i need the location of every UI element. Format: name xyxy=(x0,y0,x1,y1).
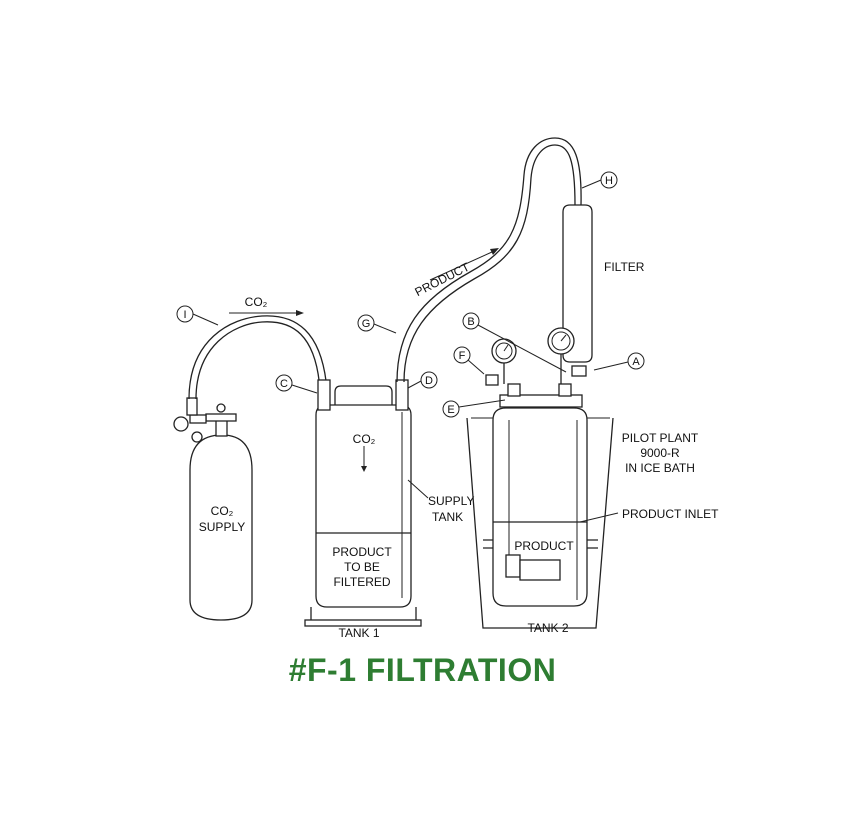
callout-g: G xyxy=(357,314,397,334)
tank1-product-label-2: TO BE xyxy=(344,560,380,574)
callout-e: E xyxy=(442,399,506,418)
co2-supply-gas-label: CO₂ xyxy=(211,504,234,518)
svg-text:H: H xyxy=(605,175,613,187)
co2-hose xyxy=(188,310,328,400)
product-line-label: PRODUCT xyxy=(413,259,473,299)
supply-tank-leader xyxy=(407,479,429,499)
diagram-title: #F-1 FILTRATION xyxy=(288,652,557,688)
tank1-name: TANK 1 xyxy=(338,626,379,640)
co2-supply-label: SUPPLY xyxy=(199,520,245,534)
callout-c: C xyxy=(275,374,318,394)
pilot-plant-label-1: PILOT PLANT xyxy=(622,431,699,445)
callout-i: I xyxy=(176,305,219,326)
pilot-plant-label-2: 9000-R xyxy=(640,446,680,460)
product-inlet-label: PRODUCT INLET xyxy=(622,507,719,521)
filter-label: FILTER xyxy=(604,260,645,274)
callout-d: D xyxy=(407,371,438,389)
svg-text:A: A xyxy=(632,356,640,368)
tank1-gas-label: CO₂ xyxy=(353,432,376,446)
tank2-product-label: PRODUCT xyxy=(514,539,574,553)
svg-text:C: C xyxy=(280,378,288,390)
tank-1 xyxy=(304,379,422,627)
svg-text:G: G xyxy=(362,318,371,330)
callout-h: H xyxy=(581,171,618,189)
product-hose xyxy=(396,137,582,383)
callout-a: A xyxy=(593,352,645,371)
svg-text:I: I xyxy=(183,309,186,321)
svg-text:D: D xyxy=(425,375,433,387)
gauge-left xyxy=(485,338,517,386)
tank2-name: TANK 2 xyxy=(527,621,568,635)
co2-cylinder xyxy=(173,397,253,621)
pilot-plant-label-3: IN ICE BATH xyxy=(625,461,695,475)
supply-tank-label-2: TANK xyxy=(432,510,463,524)
svg-text:E: E xyxy=(447,404,454,416)
callout-b: B xyxy=(462,312,567,373)
callout-f: F xyxy=(453,346,485,375)
svg-text:F: F xyxy=(459,350,466,362)
supply-tank-label-1: SUPPLY xyxy=(428,494,474,508)
tank1-product-label-3: FILTERED xyxy=(333,575,390,589)
filter xyxy=(562,204,593,363)
tank-2 xyxy=(483,383,598,607)
co2-line-label: CO₂ xyxy=(245,295,268,309)
product-inlet-leader xyxy=(579,512,619,523)
tank1-product-label-1: PRODUCT xyxy=(332,545,392,559)
svg-text:B: B xyxy=(467,316,474,328)
